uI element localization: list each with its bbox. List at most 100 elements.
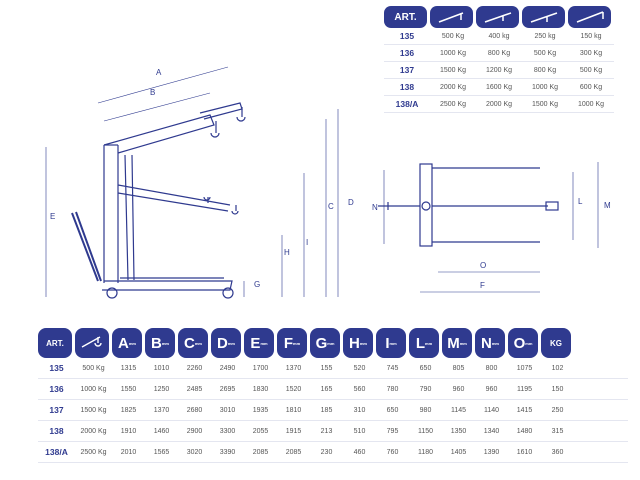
- dim-label-f: F: [480, 281, 485, 290]
- dimensions-table-art-cell: 135: [49, 363, 64, 373]
- dim-label-g: G: [254, 280, 260, 289]
- dimensions-table-art-cell: 137: [49, 405, 64, 415]
- load-table-cell: 800 Kg: [487, 49, 511, 57]
- dim-label-m: M: [604, 201, 611, 210]
- dim-label-a: A: [156, 68, 162, 77]
- dimensions-table-cell: 2085: [285, 448, 302, 456]
- dimensions-table-cell: 460: [353, 448, 366, 456]
- dimensions-table-cell: 1700: [252, 364, 269, 372]
- dimensions-table-cell: 1610: [516, 448, 533, 456]
- dimensions-table-load-cell: 1500 Kg: [80, 406, 107, 414]
- dimensions-table-cell: 2055: [252, 427, 269, 435]
- dimensions-table-cell: 760: [386, 448, 399, 456]
- load-table-cell: 500 Kg: [579, 66, 603, 74]
- dim-label-o: O: [480, 261, 486, 270]
- weight-icon: KG: [541, 328, 571, 358]
- dimensions-table-cell: 310: [353, 406, 366, 414]
- load-table-cell: 300 Kg: [579, 49, 603, 57]
- dimensions-table-cell: 230: [320, 448, 333, 456]
- dimensions-table-cell: 1390: [483, 448, 500, 456]
- load-table-art-cell: 137: [399, 65, 415, 75]
- load-table-cell: 1600 Kg: [485, 83, 513, 91]
- dimensions-table-art-cell: 136: [49, 384, 64, 394]
- dimensions-table-art-header: ART.: [38, 328, 72, 358]
- dimensions-table-cell: 1145: [450, 406, 467, 414]
- load-table-cell: 600 Kg: [579, 83, 603, 91]
- crane-side-view-diagram: A B C D E G H I: [45, 66, 354, 299]
- dim-label-d: D: [348, 198, 354, 207]
- dimensions-table-cell: 1405: [450, 448, 467, 456]
- dimensions-table-cell: 1830: [252, 385, 269, 393]
- dimensions-table-cell: 3300: [219, 427, 236, 435]
- dimensions-table-cell: 150: [551, 385, 564, 393]
- dimensions-table-cell: 1915: [285, 427, 302, 435]
- dimensions-table-cell: 155: [320, 364, 333, 372]
- dimensions-table-cell: 1370: [153, 406, 170, 414]
- load-table-cell: 800 Kg: [533, 66, 557, 74]
- dimensions-table-cell: 102: [551, 364, 564, 372]
- dimensions-table-cell: 2695: [219, 385, 236, 393]
- load-table-cell: 1500 Kg: [439, 66, 467, 74]
- load-table-cell: 1500 Kg: [531, 100, 559, 108]
- boom-position-3-icon: [522, 6, 565, 28]
- load-table-art-cell: 138/A: [395, 99, 419, 109]
- dimensions-table-cell: 790: [419, 385, 432, 393]
- dimensions-table-cell: 745: [386, 364, 399, 372]
- dimensions-table-cell: 805: [452, 364, 465, 372]
- dimensions-table-cell: 3020: [186, 448, 203, 456]
- load-table-cell: 150 kg: [580, 32, 602, 40]
- dim-label-b: B: [150, 88, 155, 97]
- load-table-art-cell: 138: [399, 82, 415, 92]
- dimensions-table-cell: 3010: [219, 406, 236, 414]
- dimensions-table-cell: 2010: [120, 448, 137, 456]
- dimensions-table-cell: 1370: [285, 364, 302, 372]
- dimensions-table-art-cell: 138: [49, 426, 64, 436]
- dimensions-table-cell: 2900: [186, 427, 203, 435]
- dimensions-table-cell: 650: [419, 364, 432, 372]
- dimensions-table-cell: 2260: [186, 364, 203, 372]
- load-table-art-header: ART.: [384, 6, 427, 28]
- dim-label-e: E: [50, 212, 55, 221]
- dimensions-table-cell: 3390: [219, 448, 236, 456]
- dimensions-table-cell: 165: [320, 385, 333, 393]
- dimensions-table-cell: 1810: [285, 406, 302, 414]
- dimensions-table-cell: 800: [485, 364, 498, 372]
- dimensions-table-load-cell: 500 Kg: [82, 364, 105, 372]
- dimensions-table-cell: 1825: [120, 406, 137, 414]
- dimensions-table-load-cell: 2000 Kg: [80, 427, 107, 435]
- dim-label-h: H: [284, 248, 290, 257]
- dimensions-table-cell: 213: [320, 427, 333, 435]
- dim-label-n: N: [372, 203, 378, 212]
- dimensions-table-cell: 1075: [516, 364, 533, 372]
- dimensions-table-cell: 1565: [153, 448, 170, 456]
- dimensions-table-cell: 1350: [450, 427, 467, 435]
- boom-position-2-icon: [476, 6, 519, 28]
- dimensions-table-cell: 1910: [120, 427, 137, 435]
- dimensions-table-cell: 360: [551, 448, 564, 456]
- boom-position-4-icon: [568, 6, 611, 28]
- dimensions-table-cell: 1150: [417, 427, 434, 435]
- load-table-cell: 1000 Kg: [577, 100, 605, 108]
- boom-position-1-icon: [430, 6, 473, 28]
- dimensions-table-cell: 315: [551, 427, 564, 435]
- dimensions-table-cell: 250: [551, 406, 564, 414]
- load-table-cell: 2500 Kg: [439, 100, 467, 108]
- load-table-cell: 400 kg: [488, 32, 510, 40]
